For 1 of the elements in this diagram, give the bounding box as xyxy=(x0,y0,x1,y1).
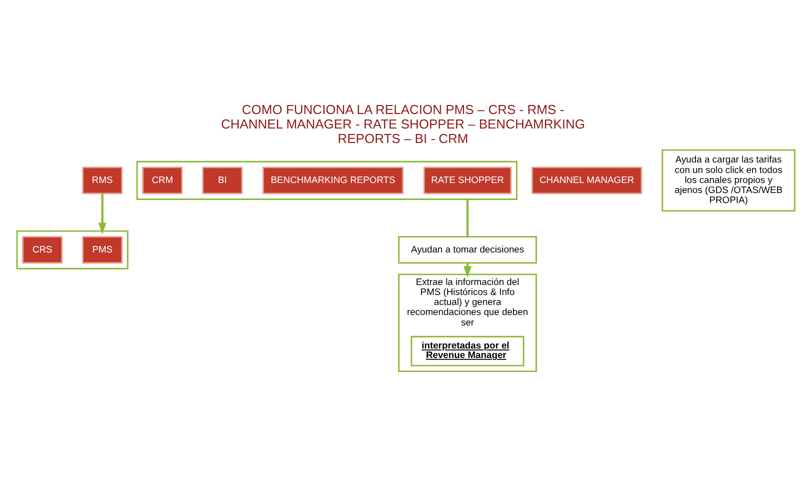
diagram-title: COMO FUNCIONA LA RELACION PMS – CRS - RMS - CHANNEL MANAGER - RATE SHOPPER – BENCHAMRKING REPORTS – BI - CRM xyxy=(220,102,586,146)
